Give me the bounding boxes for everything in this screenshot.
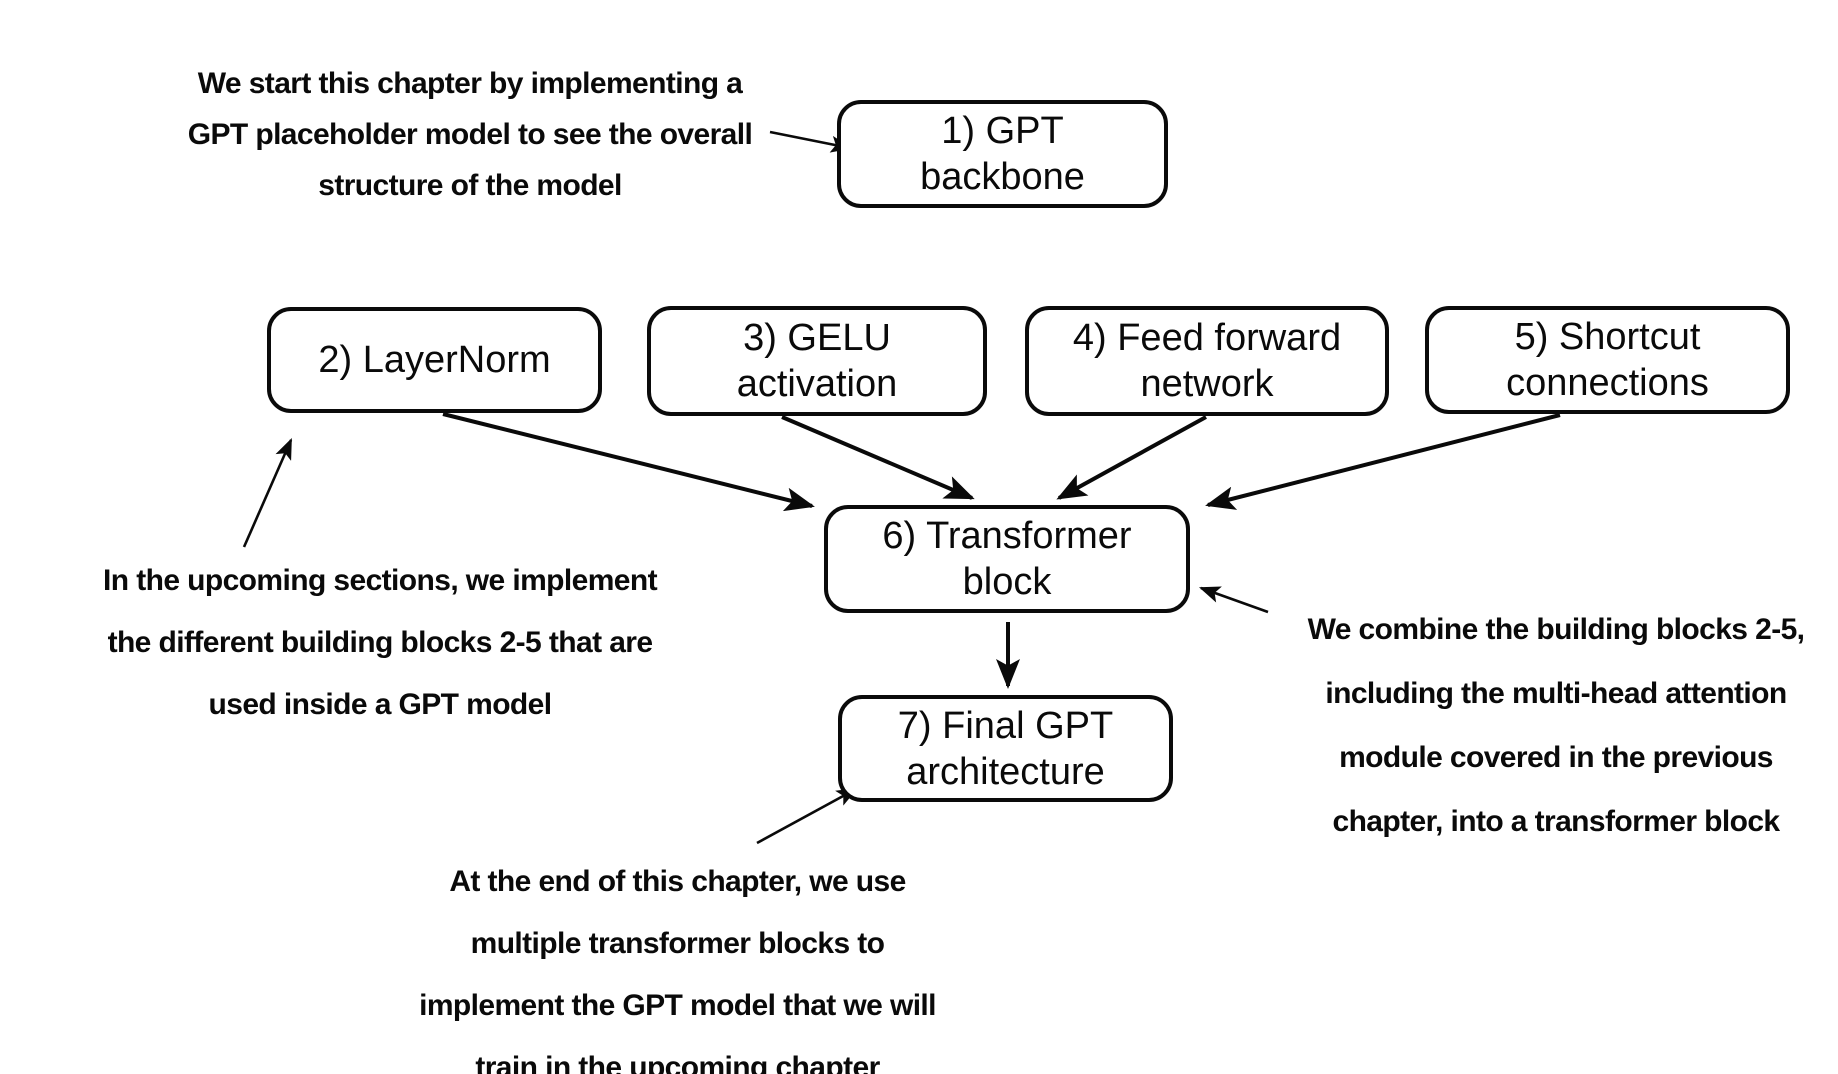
arrow-note-to-layernorm <box>242 438 293 548</box>
note-building-blocks: In the upcoming sections, we implement t… <box>103 564 658 721</box>
box-shortcut-connections: 5) Shortcut connections <box>1425 306 1790 414</box>
arrow-note-to-final-gpt <box>756 787 858 845</box>
arrow-shortcut-to-transformer-block <box>1205 413 1561 510</box>
box-transformer-block: 6) Transformer block <box>824 505 1190 613</box>
note-transformer-block: We combine the building blocks 2-5, incl… <box>1307 613 1805 838</box>
arrow-feedforward-to-transformer-block <box>1056 415 1207 500</box>
box-gpt-backbone: 1) GPT backbone <box>837 100 1168 208</box>
arrow-note-to-transformer-block <box>1198 586 1269 614</box>
arrow-layernorm-to-transformer-block <box>442 412 815 512</box>
arrow-note-to-gpt-backbone <box>769 130 853 153</box>
box-gelu-activation: 3) GELU activation <box>647 306 987 416</box>
box-feed-forward-network: 4) Feed forward network <box>1025 306 1389 416</box>
box-layernorm: 2) LayerNorm <box>267 307 602 413</box>
box-final-gpt-architecture: 7) Final GPT architecture <box>838 695 1173 802</box>
arrow-gelu-to-transformer-block <box>781 415 975 500</box>
note-final-gpt: At the end of this chapter, we use multi… <box>419 865 936 1074</box>
note-gpt-backbone: We start this chapter by implementing a … <box>187 67 753 202</box>
